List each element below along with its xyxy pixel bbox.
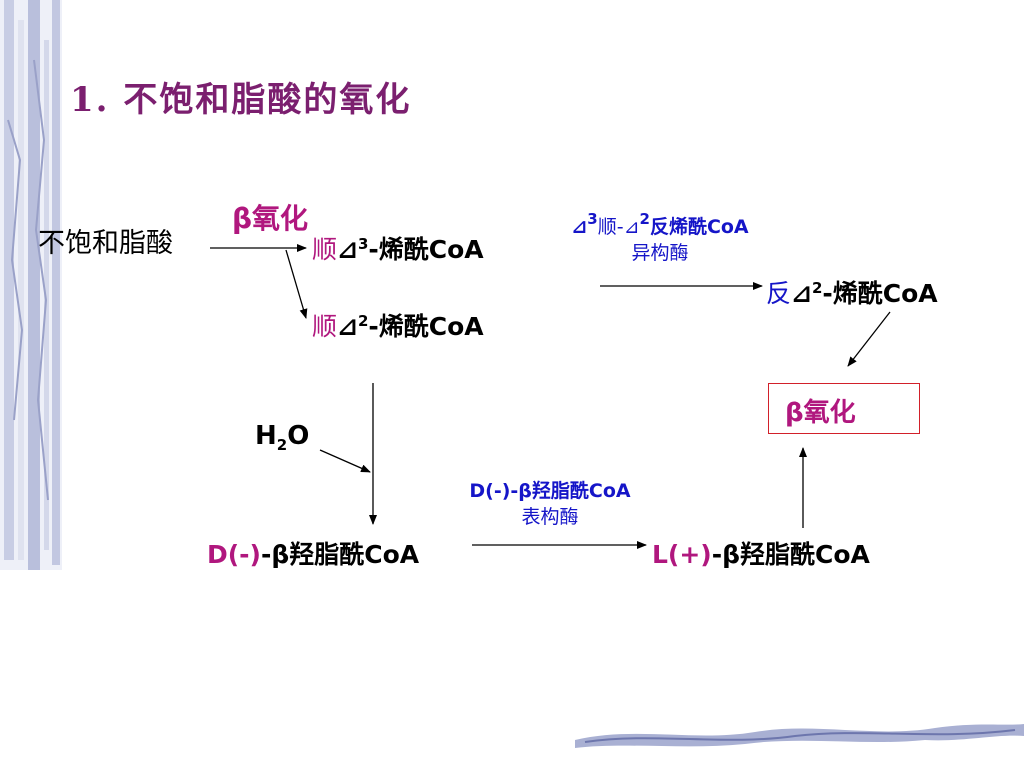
water-o: O [287,421,310,451]
isomerase-line2: 异构酶 [631,242,689,264]
beta-oxidation-box [768,383,920,434]
enoyl-coa-label: -烯酰CoA [368,235,484,264]
enoyl-coa-label: -烯酰CoA [822,279,938,308]
epimerase-label: D(-)-β羟脂酰CoA 表构酶 [430,478,670,530]
epimerase-line1: D(-)-β羟脂酰CoA [469,480,631,502]
l-prefix: L(+) [652,540,712,569]
cis-prefix: 顺 [312,312,338,341]
trans-prefix: 反 [766,279,792,308]
delta2-superscript: 2 [357,312,369,330]
isomerase-label: ⊿3顺-⊿2反烯酰CoA 异构酶 [540,212,780,266]
hydroxyacyl-coa-label: -β羟脂酰CoA [711,540,870,569]
isomerase-sup-a: 3 [587,210,598,228]
isomerase-sup-b: 2 [639,210,650,228]
beta-oxidation-label-top: β氧化 [232,202,309,235]
isomerase-trans-text: 反烯酰CoA [649,216,749,238]
arrow-branch-to-cis-delta2 [285,249,308,319]
delta-icon: ⊿ [337,235,358,264]
d-prefix: D(-) [207,540,261,569]
hydroxyacyl-coa-label: -β羟脂酰CoA [260,540,420,569]
cis-prefix: 顺 [312,235,338,264]
d-hydroxyacyl-coa: D(-)-β羟脂酰CoA [207,535,419,571]
water-label: H2O [255,421,310,454]
enoyl-coa-label: -烯酰CoA [368,312,484,341]
slide-title: 1. 不饱和脂酸的氧化 [70,80,412,120]
epimerase-line2: 表构酶 [521,506,579,528]
unsaturated-fatty-acid-label: 不饱和脂酸 [38,228,173,259]
l-hydroxyacyl-coa: L(+)-β羟脂酰CoA [652,535,870,571]
bottom-decoration [575,724,1024,748]
trans-delta2-enoyl-coa: 反⊿2-烯酰CoA [766,274,938,310]
cis-delta2-enoyl-coa: 顺⊿2-烯酰CoA [312,307,484,343]
left-decoration [0,0,62,570]
delta-icon: ⊿ [791,279,812,308]
delta3-superscript: 3 [357,235,369,253]
water-subscript: 2 [276,436,288,454]
delta-icon: ⊿ [571,216,588,238]
isomerase-cis-text: 顺-⊿ [597,216,640,238]
arrow-trans-to-beta-box [847,311,891,367]
delta2-superscript: 2 [811,279,823,297]
water-h: H [255,421,277,451]
delta-icon: ⊿ [337,312,358,341]
arrow-water-input [319,449,371,473]
cis-delta3-enoyl-coa: 顺⊿3-烯酰CoA [312,230,484,266]
beta-oxidation-box-label: β氧化 [785,398,856,428]
isomerase-line1: ⊿3顺-⊿2反烯酰CoA [540,212,780,240]
